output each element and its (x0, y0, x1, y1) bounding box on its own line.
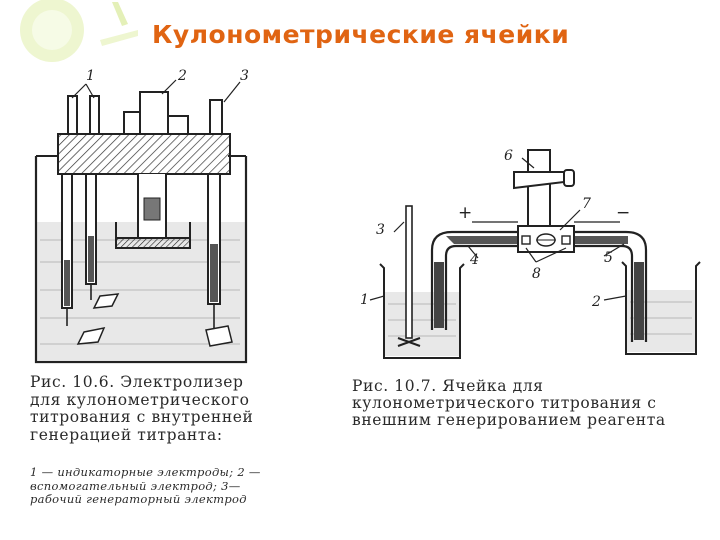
fig2-label-7: 7 (582, 196, 591, 212)
right-beaker (621, 261, 701, 355)
fig1-label-3: 3 (240, 68, 249, 84)
plus-sign: + (458, 203, 472, 223)
minus-sign: − (616, 203, 630, 223)
fig2-label-8: 8 (532, 266, 541, 282)
figure1-caption: Рис. 10.6. Электролизер для кулонометрич… (30, 373, 254, 444)
fig2-label-3: 3 (376, 222, 385, 238)
fig2-label-4: 4 (469, 252, 479, 268)
figure1-legend: 1 — индикаторные электроды; 2 — вспомога… (30, 465, 261, 506)
fig1-label-2: 2 (177, 68, 187, 84)
slide-title: Кулонометрические ячейки (152, 20, 570, 49)
fig2-label-6: 6 (504, 148, 513, 164)
cell-vessel (34, 156, 248, 364)
figure2-caption: Рис. 10.7. Ячейка для кулонометрического… (352, 377, 666, 429)
left-beaker (379, 263, 465, 359)
fig2-label-1: 1 (360, 292, 369, 308)
fig2-label-5: 5 (604, 250, 613, 266)
corner-logo (20, 0, 138, 62)
fig1-label-1: 1 (86, 68, 95, 84)
fig2-label-2: 2 (591, 294, 601, 310)
